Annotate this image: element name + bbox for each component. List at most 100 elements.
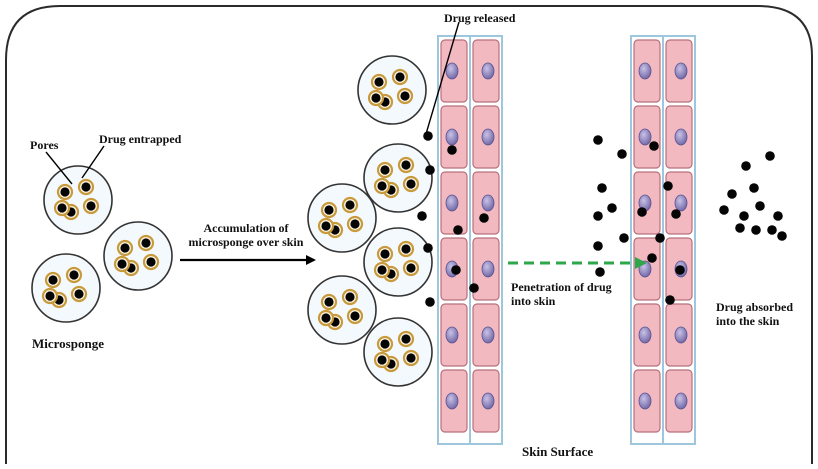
cell-nucleus bbox=[675, 195, 687, 211]
entrapped-drug bbox=[324, 297, 333, 306]
drug-particle bbox=[593, 241, 603, 251]
entrapped-drug bbox=[345, 292, 354, 301]
entrapped-drug bbox=[141, 238, 150, 247]
drug-particle bbox=[417, 211, 427, 221]
drug-particle bbox=[755, 201, 765, 211]
cell-nucleus bbox=[482, 129, 494, 145]
entrapped-drug bbox=[120, 243, 129, 252]
drug-particle bbox=[425, 165, 435, 175]
skin-layer-left bbox=[438, 36, 502, 444]
entrapped-drug bbox=[86, 201, 95, 210]
microsponge-body bbox=[104, 222, 172, 290]
drug-particle bbox=[749, 183, 759, 193]
entrapped-drug bbox=[146, 257, 155, 266]
cell-nucleus bbox=[482, 393, 494, 409]
microsponge-body bbox=[44, 166, 112, 234]
microsponge bbox=[32, 254, 100, 322]
entrapped-drug bbox=[45, 291, 54, 300]
accumulation-label-line1: Accumulation of bbox=[182, 222, 310, 236]
drug-particle bbox=[637, 207, 647, 217]
cell-nucleus bbox=[446, 129, 458, 145]
cell-nucleus bbox=[446, 393, 458, 409]
microsponge bbox=[308, 184, 376, 252]
cell-nucleus bbox=[482, 261, 494, 277]
entrapped-drug bbox=[400, 91, 409, 100]
microsponge bbox=[364, 318, 432, 386]
entrapped-drug bbox=[74, 289, 83, 298]
microsponge bbox=[104, 222, 172, 290]
drug-particle bbox=[447, 145, 457, 155]
entrapped-drug bbox=[350, 311, 359, 320]
entrapped-drug bbox=[60, 187, 69, 196]
drug-particle bbox=[655, 233, 665, 243]
drug-particle bbox=[675, 265, 685, 275]
entrapped-drug bbox=[350, 219, 359, 228]
penetration-label-line1: Penetration of drug bbox=[511, 281, 612, 295]
drug-particle bbox=[647, 253, 657, 263]
entrapped-drug bbox=[324, 205, 333, 214]
microsponge bbox=[358, 56, 426, 124]
microsponge bbox=[308, 276, 376, 344]
drug-particle bbox=[593, 211, 603, 221]
microsponge-body bbox=[308, 276, 376, 344]
skin-surface-label: Skin Surface bbox=[522, 445, 593, 460]
absorbed-label-line2: into the skin bbox=[716, 315, 793, 329]
drug-particle bbox=[751, 225, 761, 235]
microsponge-label: Microsponge bbox=[32, 337, 104, 352]
cell-nucleus bbox=[639, 129, 651, 145]
drug-particle bbox=[617, 149, 627, 159]
pores-label: Pores bbox=[30, 139, 58, 153]
drug-particle bbox=[469, 283, 479, 293]
entrapped-drug bbox=[377, 181, 386, 190]
entrapped-drug bbox=[406, 263, 415, 272]
drug-particle bbox=[619, 233, 629, 243]
microsponge bbox=[364, 144, 432, 212]
microsponge-body bbox=[364, 318, 432, 386]
microsponge-body bbox=[308, 184, 376, 252]
entrapped-drug bbox=[395, 72, 404, 81]
drug-particle bbox=[739, 211, 749, 221]
drug-particle bbox=[663, 181, 673, 191]
drug-particle bbox=[727, 189, 737, 199]
microsponge-body bbox=[32, 254, 100, 322]
drug-particle bbox=[767, 225, 777, 235]
entrapped-drug bbox=[371, 93, 380, 102]
entrapped-drug bbox=[81, 182, 90, 191]
entrapped-drug bbox=[377, 355, 386, 364]
entrapped-drug bbox=[117, 259, 126, 268]
drug-particle bbox=[765, 151, 775, 161]
entrapped-drug bbox=[57, 203, 66, 212]
cell-nucleus bbox=[639, 63, 651, 79]
cell-nucleus bbox=[675, 327, 687, 343]
microsponge-body bbox=[364, 144, 432, 212]
drug-particle bbox=[773, 211, 783, 221]
cell-nucleus bbox=[675, 63, 687, 79]
entrapped-drug bbox=[69, 270, 78, 279]
drug-particle bbox=[593, 135, 603, 145]
entrapped-drug bbox=[380, 165, 389, 174]
cell-nucleus bbox=[639, 393, 651, 409]
drug-particle bbox=[597, 183, 607, 193]
entrapped-drug bbox=[380, 249, 389, 258]
absorbed-label: Drug absorbed into the skin bbox=[716, 301, 793, 329]
drug-particle bbox=[735, 223, 745, 233]
drug-particle bbox=[671, 209, 681, 219]
drug-particle bbox=[777, 231, 787, 241]
drug-particle bbox=[649, 141, 659, 151]
entrapped-drug bbox=[406, 353, 415, 362]
entrapped-drug bbox=[48, 275, 57, 284]
drug-particle bbox=[425, 297, 435, 307]
drug-particle bbox=[453, 225, 463, 235]
entrapped-drug bbox=[321, 313, 330, 322]
cell-nucleus bbox=[675, 393, 687, 409]
drug-particle bbox=[719, 205, 729, 215]
entrapped-drug bbox=[406, 179, 415, 188]
entrapped-drug bbox=[401, 334, 410, 343]
cell-nucleus bbox=[446, 327, 458, 343]
drug-particle bbox=[423, 131, 433, 141]
drug-particle bbox=[595, 267, 605, 277]
drug-particle bbox=[665, 295, 675, 305]
microsponge-body bbox=[364, 228, 432, 296]
